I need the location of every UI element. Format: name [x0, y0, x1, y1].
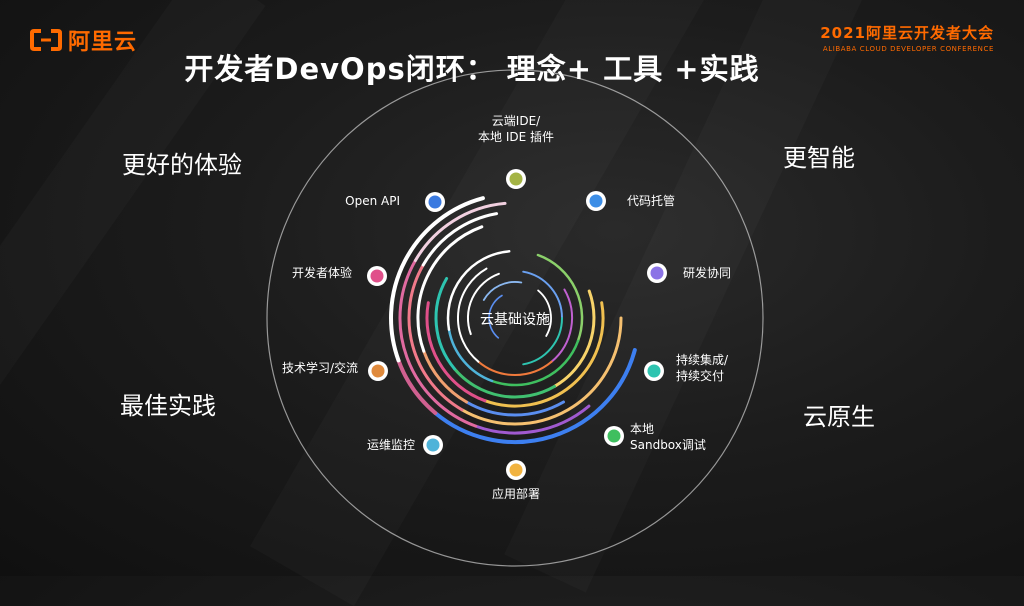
node-label: Sandbox调试 [630, 437, 706, 452]
conference-badge: 2021阿里云开发者大会 ALIBABA CLOUD DEVELOPER CON… [820, 22, 994, 53]
node-label: 技术学习/交流 [282, 360, 358, 375]
loop-arc-1 [396, 358, 438, 415]
loop-arc-0 [433, 348, 637, 444]
node-label: Open API [345, 194, 400, 208]
devops-loop-diagram: 云基础设施 云端IDE/本地 IDE 插件代码托管研发协同持续集成/持续交付本地… [266, 69, 764, 567]
loop-arc-26 [466, 272, 500, 336]
node-ide: 云端IDE/本地 IDE 插件 [478, 114, 554, 189]
corner-label-top-right: 更智能 [783, 144, 855, 172]
node-label: 持续集成/ [676, 352, 729, 367]
node-deploy: 应用部署 [492, 460, 540, 501]
conference-title: 2021阿里云开发者大会 [820, 24, 994, 42]
node-label: 研发协同 [683, 265, 731, 280]
node-collab: 研发协同 [647, 263, 731, 283]
loop-arc-17 [536, 253, 584, 343]
node-label: 本地 IDE 插件 [478, 130, 554, 144]
brand-name: 阿里云 [68, 30, 138, 55]
node-ops: 运维监控 [367, 435, 443, 455]
node-code: 代码托管 [586, 191, 675, 211]
loop-arc-11 [416, 225, 484, 353]
aliyun-logo-icon [30, 29, 62, 51]
slide-title: 开发者DevOps闭环： 理念+ 工具 +实践 [184, 52, 760, 86]
node-ci: 持续集成/持续交付 [644, 352, 729, 383]
node-label: 代码托管 [627, 193, 675, 208]
loop-arc-12 [483, 301, 605, 408]
arc-group [389, 196, 637, 444]
loop-arc-24 [522, 270, 563, 319]
corner-label-bottom-left: 最佳实践 [120, 392, 216, 420]
node-label: 运维监控 [367, 438, 415, 452]
loop-arc-16 [434, 277, 456, 371]
node-label: 应用部署 [492, 486, 540, 501]
loop-arc-25 [522, 317, 563, 366]
loop-arc-15 [453, 367, 556, 399]
node-dot [647, 364, 661, 378]
loop-arc-29 [488, 294, 503, 339]
loop-arc-9 [465, 400, 565, 417]
corner-label-bottom-right: 云原生 [803, 403, 875, 431]
loop-arc-4 [398, 259, 478, 428]
node-dot [607, 429, 621, 443]
node-label: 云端IDE/ [492, 114, 541, 128]
loop-arc-21 [550, 288, 574, 363]
node-dot [426, 438, 440, 452]
loop-arc-23 [456, 267, 488, 363]
center-label: 云基础设施 [480, 311, 550, 328]
node-dot [509, 172, 523, 186]
loop-arc-20 [446, 250, 511, 331]
loop-arc-13 [425, 301, 487, 403]
loop-arc-2 [389, 196, 485, 363]
node-dot [650, 266, 664, 280]
loop-arc-18 [490, 339, 580, 387]
loop-arc-28 [537, 289, 552, 337]
outer-ring [266, 69, 764, 567]
loop-arc-22 [477, 360, 553, 376]
node-dx: 开发者体验 [292, 265, 387, 286]
corner-label-top-left: 更好的体验 [122, 151, 242, 179]
node-api: Open API [345, 192, 445, 212]
node-dot [370, 269, 384, 283]
node-label: 持续交付 [676, 368, 724, 383]
loop-arc-3 [474, 404, 591, 435]
loop-arc-19 [447, 328, 494, 383]
node-group: 云端IDE/本地 IDE 插件代码托管研发协同持续集成/持续交付本地Sandbo… [282, 114, 731, 501]
loop-arc-7 [407, 263, 464, 412]
loop-arc-8 [421, 212, 499, 267]
loop-arc-6 [460, 316, 623, 426]
node-dot [589, 194, 603, 208]
loop-arc-14 [553, 289, 596, 388]
node-label: 本地 [630, 422, 654, 436]
conference-subtitle: ALIBABA CLOUD DEVELOPER CONFERENCE [822, 45, 994, 53]
loop-arc-5 [413, 201, 507, 262]
node-dot [371, 364, 385, 378]
loop-arc-10 [422, 349, 468, 404]
loop-arc-27 [482, 281, 523, 301]
node-dot [509, 463, 523, 477]
brand-logo: 阿里云 [30, 24, 137, 56]
node-dot [428, 195, 442, 209]
node-label: 开发者体验 [292, 265, 352, 280]
node-learn: 技术学习/交流 [282, 360, 388, 381]
